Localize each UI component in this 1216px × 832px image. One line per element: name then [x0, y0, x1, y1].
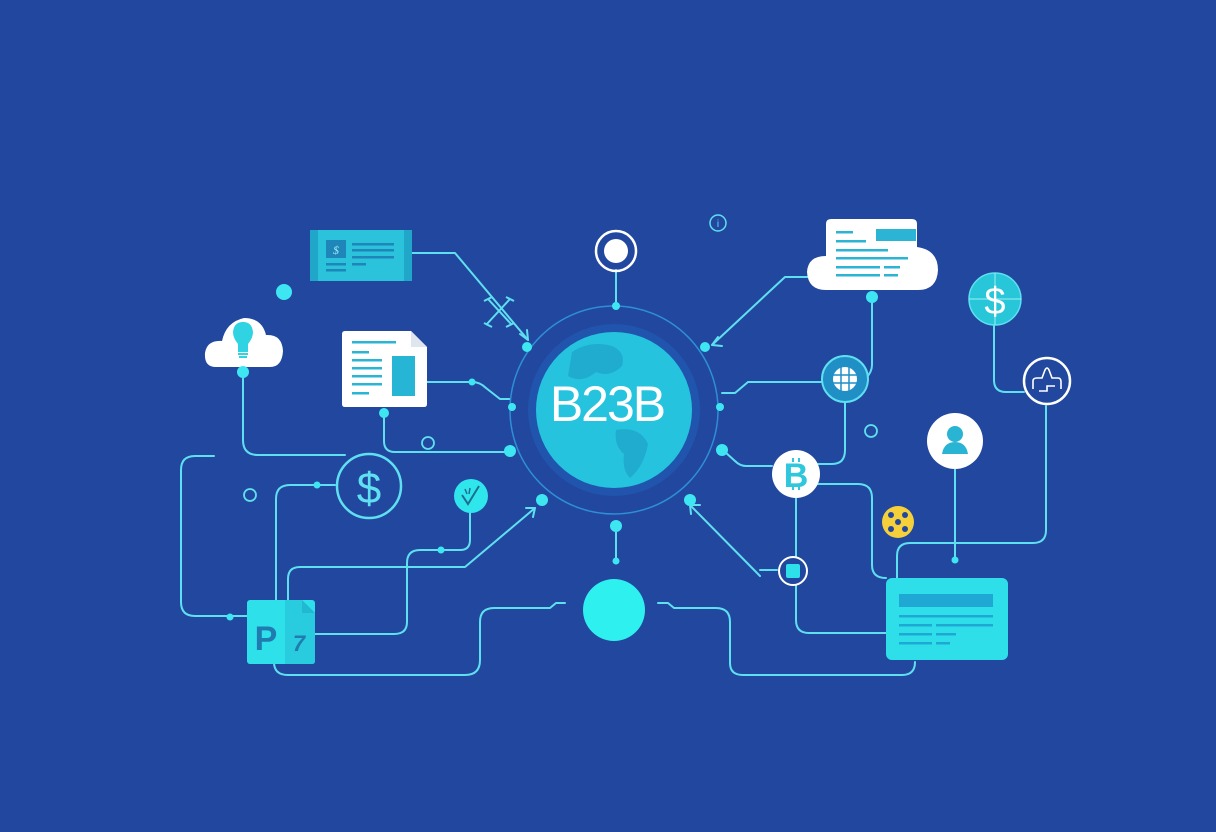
decor-dot: [276, 284, 292, 300]
svg-text:i: i: [717, 219, 719, 230]
cloud-lightbulb[interactable]: [204, 318, 283, 367]
svg-text:7: 7: [293, 631, 307, 656]
pdf-letter-icon: P: [255, 620, 278, 658]
dollar-circle[interactable]: $: [335, 452, 403, 520]
decor-ring: [243, 488, 257, 502]
decor-ring: [421, 436, 435, 450]
network-node[interactable]: [1022, 356, 1072, 406]
document-page[interactable]: [342, 331, 427, 407]
connector-dot: [313, 481, 321, 489]
dollar-sign-icon: $: [984, 281, 1005, 323]
globe-node[interactable]: [821, 355, 869, 403]
pdf-file[interactable]: P 7: [247, 600, 315, 664]
check-badge[interactable]: [454, 479, 488, 513]
b2b-hub[interactable]: [509, 305, 719, 515]
lightbulb-icon: [233, 322, 253, 352]
connector-dot: [437, 546, 445, 554]
dollar-card[interactable]: $: [310, 230, 412, 281]
info-card[interactable]: [886, 578, 1008, 660]
satellite-icon: [483, 296, 515, 328]
dollar-sign-icon: $: [333, 243, 339, 257]
continent-shape: [615, 429, 648, 478]
continent-shape: [568, 344, 623, 380]
square-node[interactable]: [778, 556, 808, 586]
network-icon: [1032, 367, 1062, 389]
bitcoin-icon: B: [784, 457, 809, 495]
top-target-node[interactable]: [594, 229, 638, 273]
bottom-circle-node[interactable]: [583, 579, 645, 641]
hub-port-dots: [504, 302, 728, 565]
cloud-document[interactable]: [807, 219, 938, 290]
dollar-globe-badge[interactable]: $: [968, 272, 1022, 326]
check-icon: [461, 485, 480, 506]
dollar-sign-icon: $: [357, 464, 381, 513]
decor-ring: [864, 424, 878, 438]
connector-dot: [379, 408, 389, 418]
connector-dot: [951, 556, 959, 564]
connector-dot: [226, 613, 234, 621]
info-icon: i: [709, 214, 727, 232]
user-icon: [947, 426, 963, 442]
user-node[interactable]: [927, 413, 983, 469]
connection-lines: [180, 252, 1047, 676]
connector-dot: [866, 291, 878, 303]
yellow-gear-badge[interactable]: [882, 506, 914, 538]
b2b-hub-label: B23B: [549, 376, 666, 432]
connector-dot: [468, 378, 476, 386]
connector-dot: [237, 366, 249, 378]
bitcoin-node[interactable]: B: [772, 450, 820, 498]
globe-icon: [833, 367, 857, 391]
